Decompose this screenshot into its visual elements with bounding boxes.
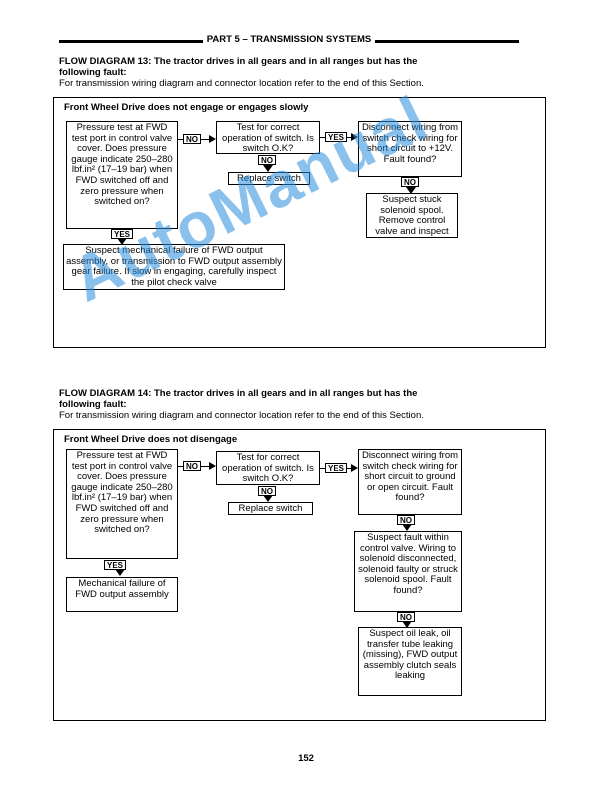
d14-disconnect-wiring-box: Disconnect wiring from switch check wiri…	[358, 449, 462, 515]
diagram14-frame: Front Wheel Drive does not disengage	[53, 429, 546, 721]
d13-arrow-yes1	[351, 133, 358, 141]
d14-arrow-no1	[209, 462, 216, 470]
d14-switch-test-box: Test for correct operation of switch. Is…	[216, 451, 320, 485]
d14-control-valve-box: Suspect fault within control valve. Wiri…	[354, 531, 462, 612]
d13-tag-no3: NO	[401, 177, 419, 187]
d14-mechanical-failure-box: Mechanical failure of FWD output assembl…	[66, 577, 178, 612]
d13-arrow-no3	[406, 187, 416, 194]
d13-solenoid-spool-box: Suspect stuck solenoid spool. Remove con…	[366, 193, 458, 238]
d14-arrow-yes2	[115, 569, 125, 576]
d13-tag-no1: NO	[183, 134, 201, 144]
diagram13-title-line2: following fault:	[59, 67, 127, 78]
d13-arrow-no2	[263, 165, 273, 172]
d13-arrow-yes2	[117, 238, 127, 245]
diagram14-title-line1: FLOW DIAGRAM 14: The tractor drives in a…	[59, 388, 418, 399]
d14-arrow-no3	[402, 524, 412, 531]
d13-switch-test-box: Test for correct operation of switch. Is…	[216, 121, 320, 154]
d13-tag-yes1: YES	[325, 132, 348, 142]
diagram14-frame-title: Front Wheel Drive does not disengage	[64, 434, 238, 445]
header-title: PART 5 – TRANSMISSION SYSTEMS	[202, 34, 376, 45]
d13-pressure-test-box: Pressure test at FWD test port in contro…	[66, 121, 178, 229]
diagram13-frame-title: Front Wheel Drive does not engage or eng…	[64, 102, 309, 113]
d13-mechanical-failure-box: Suspect mechanical failure of FWD output…	[63, 244, 285, 290]
d14-tag-yes1: YES	[325, 463, 348, 473]
diagram13-frame: Front Wheel Drive does not engage or eng…	[53, 97, 546, 348]
d13-replace-switch-box: Replace switch	[228, 172, 310, 185]
d14-replace-switch-box: Replace switch	[228, 502, 313, 515]
d14-pressure-test-box: Pressure test at FWD test port in contro…	[66, 449, 178, 559]
d13-arrow-no1	[209, 135, 216, 143]
diagram13-note: For transmission wiring diagram and conn…	[59, 78, 424, 89]
diagram13-title-line1: FLOW DIAGRAM 13: The tractor drives in a…	[59, 56, 418, 67]
d13-disconnect-wiring-box: Disconnect wiring from switch check wiri…	[358, 121, 462, 177]
page-number: 152	[298, 753, 314, 764]
d14-oil-leak-box: Suspect oil leak, oil transfer tube leak…	[358, 627, 462, 696]
d14-tag-no1: NO	[183, 461, 201, 471]
diagram14-title-line2: following fault:	[59, 399, 127, 410]
d14-arrow-yes1	[351, 464, 358, 472]
d14-arrow-no2	[263, 495, 273, 502]
page-header: PART 5 – TRANSMISSION SYSTEMS	[59, 34, 519, 48]
d14-arrow-no4	[402, 621, 412, 628]
d13-tag-no2: NO	[258, 155, 276, 165]
diagram14-note: For transmission wiring diagram and conn…	[59, 410, 424, 421]
